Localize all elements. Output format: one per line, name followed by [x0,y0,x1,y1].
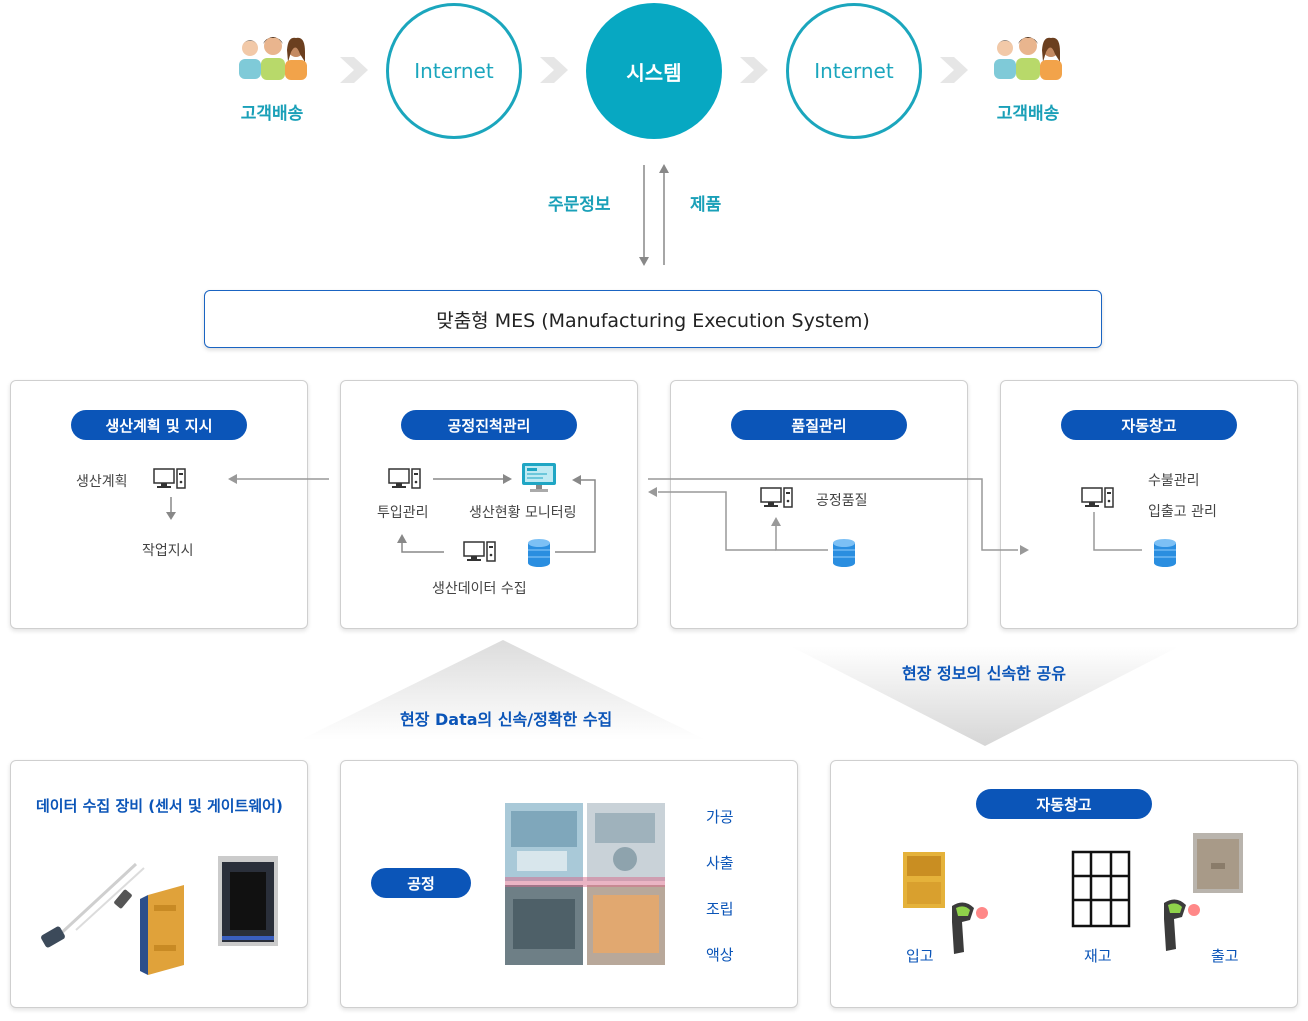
people-icon [239,37,307,80]
chevron-right-icon [340,57,368,83]
left-arrow-icon [228,474,329,484]
internet-circle-left: Internet [386,3,522,139]
customer-delivery-label: 고객배송 [996,104,1060,124]
label-in-out-management: 입출고 관리 [1148,504,1217,520]
label-production-monitoring: 생산현황 모니터링 [469,505,577,521]
storage-rack-icon [1071,850,1131,928]
database-icon [833,539,855,567]
label-process-quality: 공정품질 [816,493,868,509]
label-input-management: 투입관리 [377,505,429,521]
note-data-collection: 현장 Data의 신속/정확한 수집 [400,710,613,729]
step-assembly: 조립 [706,900,734,918]
computer-icon [463,541,496,562]
order-info-label: 주문정보 [548,195,611,215]
pill-auto-warehouse: 자동창고 [976,789,1152,819]
up-arrow-icon [659,164,669,265]
monitor-icon [522,463,556,492]
pill-production-plan: 생산계획 및 지시 [71,410,247,440]
collect-arrow-shape [300,640,706,740]
mes-title-box: 맞춤형 MES (Manufacturing Execution System) [204,290,1102,348]
chevron-right-icon [940,57,968,83]
step-injection: 사출 [706,854,734,872]
chevron-right-icon [540,57,568,83]
right-arrow-icon [433,474,512,484]
pill-warehouse: 자동창고 [1061,410,1237,440]
label-inbound: 입고 [906,947,934,965]
people-icon [994,37,1062,80]
label-data-collection: 생산데이터 수집 [432,581,527,597]
pill-quality: 품질관리 [731,410,907,440]
chevron-right-icon [740,57,768,83]
label-outbound: 출고 [1211,947,1239,965]
label-production-plan: 생산계획 [76,474,128,490]
product-label: 제품 [690,195,722,215]
mes-title: 맞춤형 MES (Manufacturing Execution System) [436,309,870,332]
connector-line [648,478,1029,555]
computer-icon [760,487,793,508]
factory-process-image [505,803,665,965]
step-liquid: 액상 [706,946,734,964]
equipment-title: 데이터 수집 장비 (센서 및 게이트웨어) [36,797,283,815]
database-icon [528,539,550,567]
cardboard-box-image [1193,833,1243,893]
barcode-scanner-icon [952,902,988,954]
internet-label: Internet [414,59,494,83]
return-arrow-icon [397,534,444,553]
down-arrow-icon [166,497,176,520]
step-machining: 가공 [706,808,734,826]
pallet-box-image [903,852,945,908]
pill-process: 공정 [371,868,471,898]
barcode-scanner-icon [1164,899,1200,951]
gateway-device-image [218,856,278,946]
sensor-cable-image [41,862,145,948]
label-stock: 재고 [1084,947,1112,965]
system-label: 시스템 [626,60,682,85]
computer-icon [388,468,421,489]
database-icon [1154,539,1176,567]
internet-circle-right: Internet [786,3,922,139]
pill-process-progress: 공정진척관리 [401,410,577,440]
connector-line [1093,512,1142,551]
computer-icon [1081,487,1114,508]
label-work-instruction: 작업지시 [142,543,194,559]
share-arrow-shape [790,646,1180,746]
system-circle: 시스템 [586,3,722,139]
internet-label: Internet [814,59,894,83]
gateway-module-image [140,885,184,975]
note-info-share: 현장 정보의 신속한 공유 [902,664,1066,683]
loop-arrow-icon [555,475,596,553]
down-arrow-icon [639,165,649,266]
customer-delivery-label: 고객배송 [240,104,304,124]
label-receipt-payment: 수불관리 [1148,473,1200,489]
computer-icon [153,468,186,489]
